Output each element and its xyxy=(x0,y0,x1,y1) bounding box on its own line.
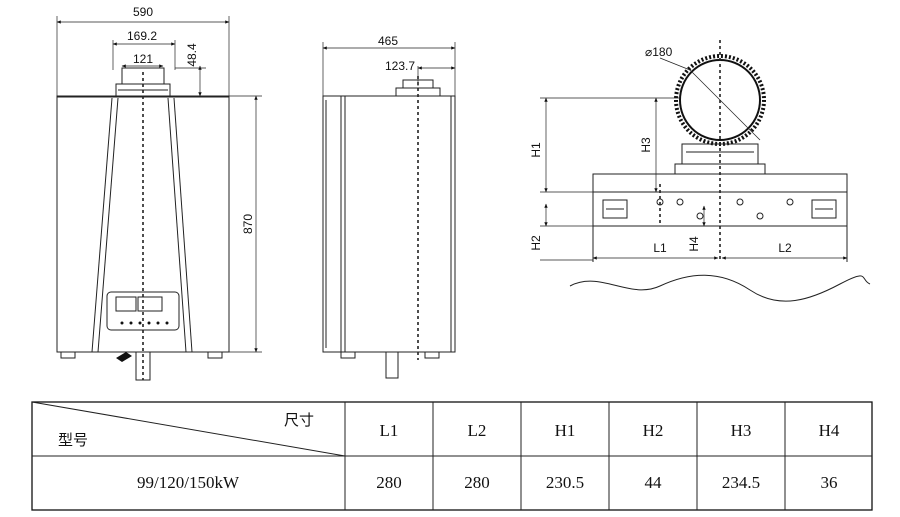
header-diagonal xyxy=(31,401,346,457)
flue-offset-label: 123.7 xyxy=(385,59,415,73)
row-cell-h2: 44 xyxy=(645,473,663,492)
column-header-h4: H4 xyxy=(819,421,840,440)
column-header-h3: H3 xyxy=(731,421,752,440)
height-dimension-label: 870 xyxy=(241,214,255,234)
h1-label: H1 xyxy=(529,142,543,158)
side-body-outline xyxy=(322,95,456,353)
row-cell-h4: 36 xyxy=(821,473,838,492)
depth-dimension-label: 465 xyxy=(378,34,398,48)
row-model-cell: 99/120/150kW xyxy=(137,473,240,492)
front-view: 590 169.2 121 48.4 xyxy=(56,5,262,381)
row-cell-h3: 234.5 xyxy=(722,473,760,492)
header-model-label: 型号 xyxy=(58,431,88,449)
row-cell-l2: 280 xyxy=(464,473,490,492)
row-cell-l1: 280 xyxy=(376,473,402,492)
width-dimension-label: 590 xyxy=(133,5,153,19)
side-view: 465 123.7 xyxy=(322,34,456,379)
h4-label: H4 xyxy=(687,236,701,252)
detail-view: ⌀180 H1 H3 H2 xyxy=(529,40,871,302)
header-size-label: 尺寸 xyxy=(284,411,314,429)
boiler-top-plate xyxy=(592,191,848,227)
column-header-l1: L1 xyxy=(380,421,399,440)
h2-label: H2 xyxy=(529,235,543,251)
h3-label: H3 xyxy=(639,137,653,153)
l1-label: L1 xyxy=(653,241,667,255)
column-header-h2: H2 xyxy=(643,421,664,440)
flue-height-label: 48.4 xyxy=(185,43,199,67)
dimension-table: 尺寸 型号 L1 L2 H1 H2 H3 H4 99/120/150kW 280… xyxy=(31,401,873,511)
column-header-h1: H1 xyxy=(555,421,576,440)
column-header-l2: L2 xyxy=(468,421,487,440)
row-cell-h1: 230.5 xyxy=(546,473,584,492)
flue-width-label: 169.2 xyxy=(127,29,157,43)
diameter-label: ⌀180 xyxy=(645,45,673,59)
l2-label: L2 xyxy=(778,241,792,255)
flue-inner-label: 121 xyxy=(133,52,153,66)
break-line xyxy=(569,274,871,302)
